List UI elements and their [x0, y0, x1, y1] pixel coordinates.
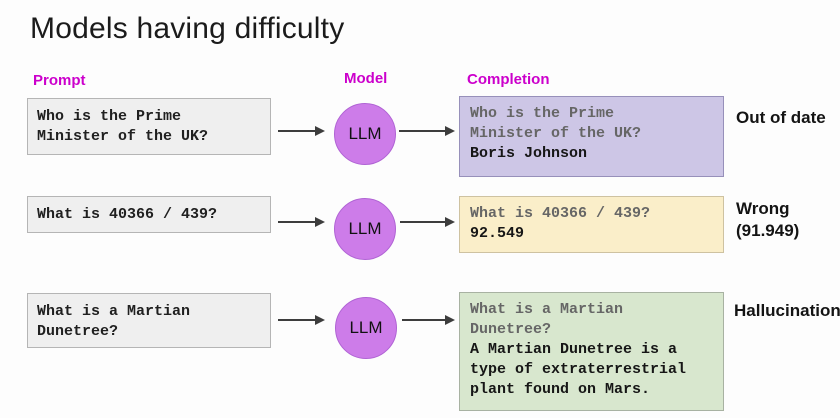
completion-answer: A Martian Dunetree is a type of extrater… — [470, 341, 687, 398]
completion-box: What is a Martian Dunetree? A Martian Du… — [459, 292, 724, 411]
page-title: Models having difficulty — [30, 12, 345, 45]
completion-answer: Boris Johnson — [470, 145, 588, 162]
arrow-right-icon — [278, 315, 325, 325]
llm-model-node: LLM — [334, 103, 396, 165]
completion-prompt-echo: What is a Martian Dunetree? — [470, 301, 624, 338]
completion-prompt-echo: What is 40366 / 439? — [470, 205, 651, 222]
column-label-completion: Completion — [467, 71, 550, 88]
prompt-box: What is 40366 / 439? — [27, 196, 271, 233]
arrow-right-icon — [402, 315, 455, 325]
arrow-right-icon — [278, 126, 325, 136]
column-label-prompt: Prompt — [33, 72, 86, 89]
completion-prompt-echo: Who is the Prime Minister of the UK? — [470, 105, 642, 142]
completion-box: What is 40366 / 439? 92.549 — [459, 196, 724, 253]
prompt-box: What is a Martian Dunetree? — [27, 293, 271, 348]
llm-model-node: LLM — [334, 198, 396, 260]
llm-model-node: LLM — [335, 297, 397, 359]
prompt-box: Who is the Prime Minister of the UK? — [27, 98, 271, 155]
annotation-out-of-date: Out of date — [736, 108, 826, 127]
annotation-hallucination: Hallucination — [734, 301, 840, 320]
completion-box: Who is the Prime Minister of the UK? Bor… — [459, 96, 724, 177]
arrow-right-icon — [400, 217, 455, 227]
arrow-right-icon — [399, 126, 455, 136]
completion-answer: 92.549 — [470, 225, 525, 242]
arrow-right-icon — [278, 217, 325, 227]
annotation-wrong: Wrong (91.949) — [736, 199, 800, 240]
column-label-model: Model — [344, 70, 388, 87]
